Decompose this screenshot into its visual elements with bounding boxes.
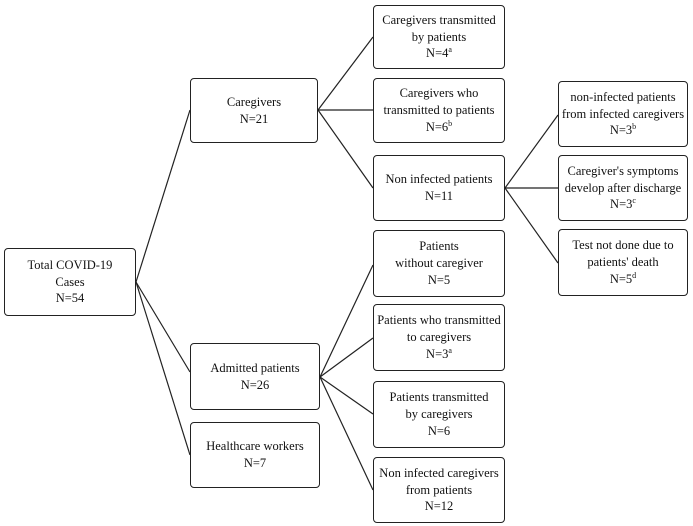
cs-line1: Caregiver's symptoms (567, 163, 679, 178)
cg-wt-line2: transmitted to patients (383, 103, 495, 118)
ptbc-line2: by caregivers (405, 407, 473, 422)
cg-wt-line1: Caregivers who (399, 86, 479, 101)
caregivers-count: N=21 (239, 111, 269, 126)
nfc-count: N=3 (609, 123, 633, 138)
patients-without-caregiver-box: Patients without caregiver N=5 (373, 230, 505, 297)
non-infected-patients-box: Non infected patients N=11 (373, 155, 505, 221)
total-cases-line2: Cases (55, 274, 85, 289)
pwc-line2: without caregiver (395, 256, 483, 271)
tnd-footnote: d (632, 270, 637, 280)
ptbc-line1: Patients transmitted (389, 390, 489, 405)
nic-line2: from patients (405, 482, 473, 497)
non-infected-caregivers-box: Non infected caregivers from patients N=… (373, 457, 505, 523)
caregivers-who-transmitted-box: Caregivers who transmitted to patients N… (373, 78, 505, 143)
caregivers-box: Caregivers N=21 (190, 78, 318, 143)
patients-transmitted-by-caregivers-box: Patients transmitted by caregivers N=6 (373, 381, 505, 448)
admitted-patients-count: N=26 (240, 377, 270, 392)
healthcare-workers-label: Healthcare workers (206, 439, 304, 454)
cs-footnote: c (632, 196, 636, 206)
tnd-count: N=5 (609, 271, 633, 286)
nfc-line2: from infected caregivers (561, 106, 685, 121)
nic-line1: Non infected caregivers (379, 465, 499, 480)
tnd-line1: Test not done due to (572, 238, 674, 253)
pwt-line2: to caregivers (406, 330, 472, 345)
test-not-done-box: Test not done due to patients' death N=5… (558, 229, 688, 296)
total-cases-count: N=54 (55, 291, 85, 306)
tnd-line2: patients' death (587, 255, 659, 270)
healthcare-workers-box: Healthcare workers N=7 (190, 422, 320, 488)
caregivers-transmitted-by-patients-box: Caregivers transmitted by patients N=4a (373, 5, 505, 69)
cg-tbp-footnote: a (448, 45, 452, 55)
caregiver-symptoms-box: Caregiver's symptoms develop after disch… (558, 155, 688, 221)
pwc-count: N=5 (427, 272, 451, 287)
cs-count: N=3 (610, 197, 633, 212)
cg-wt-count: N=6 (425, 119, 449, 134)
pwt-footnote: a (448, 345, 452, 355)
nip-label: Non infected patients (385, 172, 493, 187)
nfc-line1: non-infected patients (570, 89, 676, 104)
total-cases-box: Total COVID-19 Cases N=54 (4, 248, 136, 316)
cg-tbp-count: N=4 (426, 46, 449, 61)
cg-tbp-line2: by patients (411, 29, 467, 44)
patients-who-transmitted-box: Patients who transmitted to caregivers N… (373, 304, 505, 371)
healthcare-workers-count: N=7 (243, 456, 267, 470)
caregivers-label: Caregivers (226, 94, 282, 109)
cs-line2: develop after discharge (564, 180, 682, 195)
nic-count: N=12 (424, 499, 454, 514)
admitted-patients-label: Admitted patients (210, 360, 300, 375)
ptbc-count: N=6 (427, 423, 451, 438)
nfc-footnote: b (632, 122, 637, 132)
cg-wt-footnote: b (448, 118, 453, 128)
cg-tbp-line1: Caregivers transmitted (382, 12, 496, 27)
noninfected-from-caregivers-box: non-infected patients from infected care… (558, 81, 688, 147)
pwt-count: N=3 (426, 346, 449, 361)
admitted-patients-box: Admitted patients N=26 (190, 343, 320, 410)
pwc-line1: Patients (419, 239, 459, 254)
pwt-line1: Patients who transmitted (377, 313, 501, 328)
nip-count: N=11 (424, 189, 454, 203)
total-cases-line1: Total COVID-19 (27, 257, 113, 272)
